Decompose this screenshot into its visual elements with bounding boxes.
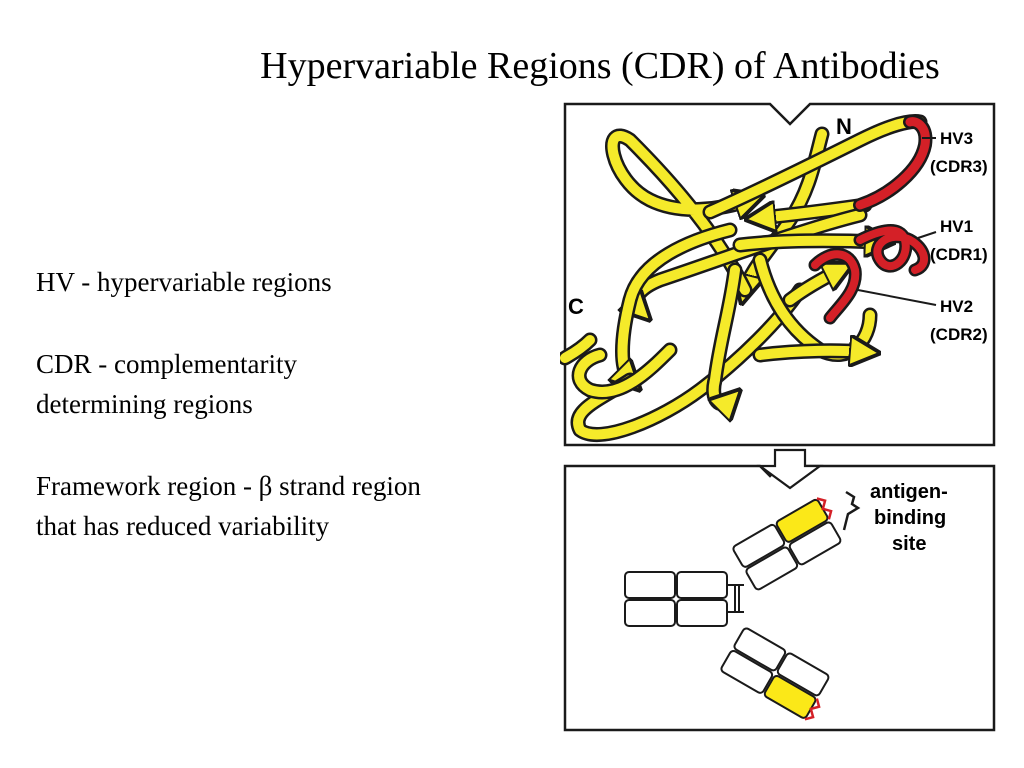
bullet-framework-definition-line1: Framework region - β strand region: [36, 471, 421, 501]
n-terminus-label: N: [836, 114, 852, 139]
fab-constant-domain: [732, 523, 786, 568]
ribbon-panel-frame: [563, 102, 996, 447]
label-leader-lines: [857, 137, 937, 306]
hv3-label: HV3: [940, 129, 973, 148]
bullet-cdr-definition-line1: CDR - complementarity: [36, 349, 297, 379]
antibody-schematic: [624, 497, 842, 721]
antigen-binding-bracket: [842, 490, 861, 531]
cdr-tip: [804, 698, 821, 721]
cdr2-label: (CDR2): [930, 325, 988, 344]
antigen-binding-label-line1: antigen-: [870, 481, 948, 503]
fc-domain: [676, 599, 728, 627]
cdr-loops: [808, 114, 933, 325]
slide-title: Hypervariable Regions (CDR) of Antibodie…: [260, 45, 940, 87]
fab-constant-domain: [720, 649, 774, 694]
bullet-hv-definition: HV - hypervariable regions: [36, 267, 332, 297]
antigen-binding-label-line3: site: [892, 533, 926, 555]
fab-variable-domain: [788, 521, 842, 566]
antigen-binding-label-line2: binding: [874, 507, 946, 529]
fab-constant-domain: [733, 627, 787, 672]
antibody-panel: antigen- binding site: [563, 448, 996, 732]
bullet-framework-definition-line2: that has reduced variability: [36, 511, 330, 541]
ribbon-panel: N C HV3 (CDR3) HV1 (CDR1) HV2 (CDR2): [560, 102, 996, 447]
fc-domain: [624, 599, 676, 627]
c-terminus-label: C: [568, 294, 584, 319]
zoom-arrow: [756, 448, 824, 490]
hv2-label: HV2: [940, 297, 973, 316]
framework-strands: [560, 114, 928, 442]
fab-variable-domain: [776, 652, 830, 697]
antibody-figure: N C HV3 (CDR3) HV1 (CDR1) HV2 (CDR2): [560, 100, 1000, 736]
cdr3-label: (CDR3): [930, 157, 988, 176]
hv1-label: HV1: [940, 217, 973, 236]
cdr-tip: [816, 497, 833, 520]
fc-domain: [624, 571, 676, 599]
bullet-list: HV - hypervariable regions CDR - complem…: [36, 262, 536, 546]
fc-domain: [676, 571, 728, 599]
fab-constant-domain: [745, 546, 799, 591]
cdr1-label: (CDR1): [930, 245, 988, 264]
bullet-cdr-definition-line2: determining regions: [36, 389, 253, 419]
